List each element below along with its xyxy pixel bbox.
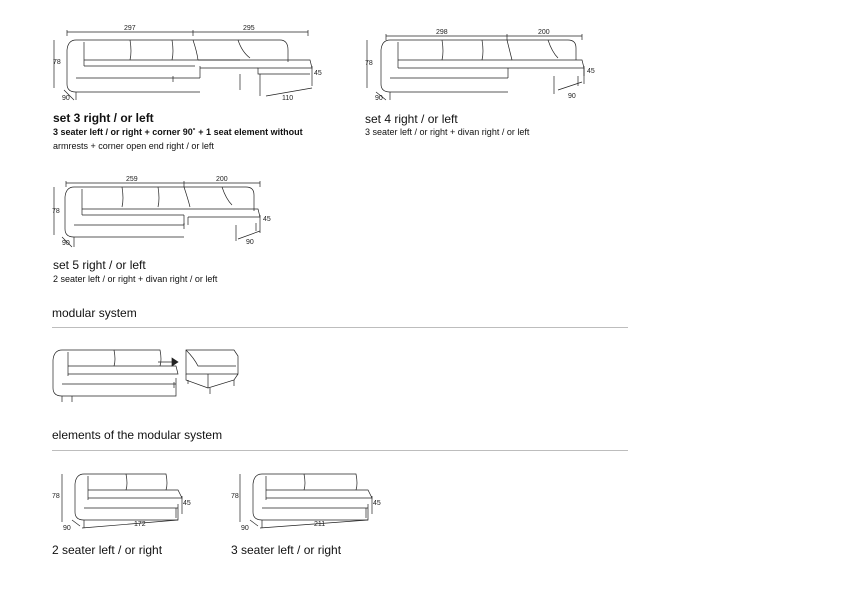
- set4-dim-seat: 45: [587, 68, 595, 75]
- modular-system-heading: modular system: [52, 306, 137, 320]
- set4-dim-depth: 90: [375, 95, 383, 102]
- seater2-drawing: 78 45 90 172: [48, 470, 198, 532]
- set5-description-line1: 2 seater left / or right + divan right /…: [53, 274, 218, 284]
- set5-dim-depth: 90: [62, 240, 70, 247]
- set5-dim-w2: 200: [216, 176, 228, 183]
- seater2-title: 2 seater left / or right: [52, 543, 163, 557]
- seater2-dim-width: 172: [134, 521, 146, 528]
- seater2-dim-seat: 45: [183, 500, 191, 507]
- set5-dim-seat: 45: [263, 216, 271, 223]
- seater3-dim-h: 78: [231, 493, 239, 500]
- set3-description-line1: 3 seater left / or right + corner 90˚ + …: [53, 127, 303, 137]
- seater3-dim-seat: 45: [373, 500, 381, 507]
- seater3-title: 3 seater left / or right: [231, 543, 342, 557]
- set4-title: set 4 right / or left: [365, 112, 458, 126]
- elements-heading: elements of the modular system: [52, 428, 223, 442]
- seater3-dim-width: 211: [314, 521, 325, 528]
- set5-dim-h: 78: [52, 208, 60, 215]
- seater3-drawing: 78 45 90 211: [228, 470, 388, 532]
- set4-dim-h: 78: [365, 60, 373, 67]
- set4-dim-end: 90: [568, 93, 576, 100]
- set4-dim-w1: 298: [436, 29, 448, 36]
- set3-dim-w2: 295: [243, 25, 255, 32]
- modular-system-divider: [52, 327, 628, 328]
- set3-drawing: 297 295 78 45 90 110: [50, 22, 330, 104]
- elements-divider: [52, 450, 628, 451]
- set5-drawing: 259 200 78 45 90 90: [50, 175, 280, 251]
- three-seater-illustration: 78 45 90 211: [231, 473, 381, 532]
- set3-dim-w1: 297: [124, 25, 136, 32]
- set4-dim-w2: 200: [538, 29, 550, 36]
- set4-divan-sofa-illustration: 298 200 78 45 90 90: [365, 29, 595, 102]
- set3-dim-end: 110: [282, 95, 293, 102]
- set3-corner-sofa-illustration: 297 295 78 45 90 110: [53, 25, 322, 102]
- seater2-dim-depth: 90: [63, 525, 71, 532]
- set3-dim-h: 78: [53, 59, 61, 66]
- seater2-dim-h: 78: [52, 493, 60, 500]
- set5-dim-w1: 259: [126, 176, 138, 183]
- modular-system-drawing: [48, 344, 248, 406]
- set3-description-line2: armrests + corner open end right / or le…: [53, 141, 214, 151]
- seater3-dim-depth: 90: [241, 525, 249, 532]
- set3-title: set 3 right / or left: [53, 111, 154, 125]
- set4-drawing: 298 200 78 45 90 90: [362, 28, 602, 104]
- set3-dim-depth: 90: [62, 95, 70, 102]
- set5-title: set 5 right / or left: [53, 258, 146, 272]
- set3-dim-seat: 45: [314, 70, 322, 77]
- set4-description-line1: 3 seater left / or right + divan right /…: [365, 127, 530, 137]
- set5-divan-sofa-illustration: 259 200 78 45 90 90: [52, 176, 271, 248]
- set5-dim-end: 90: [246, 239, 254, 246]
- modular-elements-illustration: [52, 349, 239, 402]
- two-seater-illustration: 78 45 90 172: [52, 473, 191, 532]
